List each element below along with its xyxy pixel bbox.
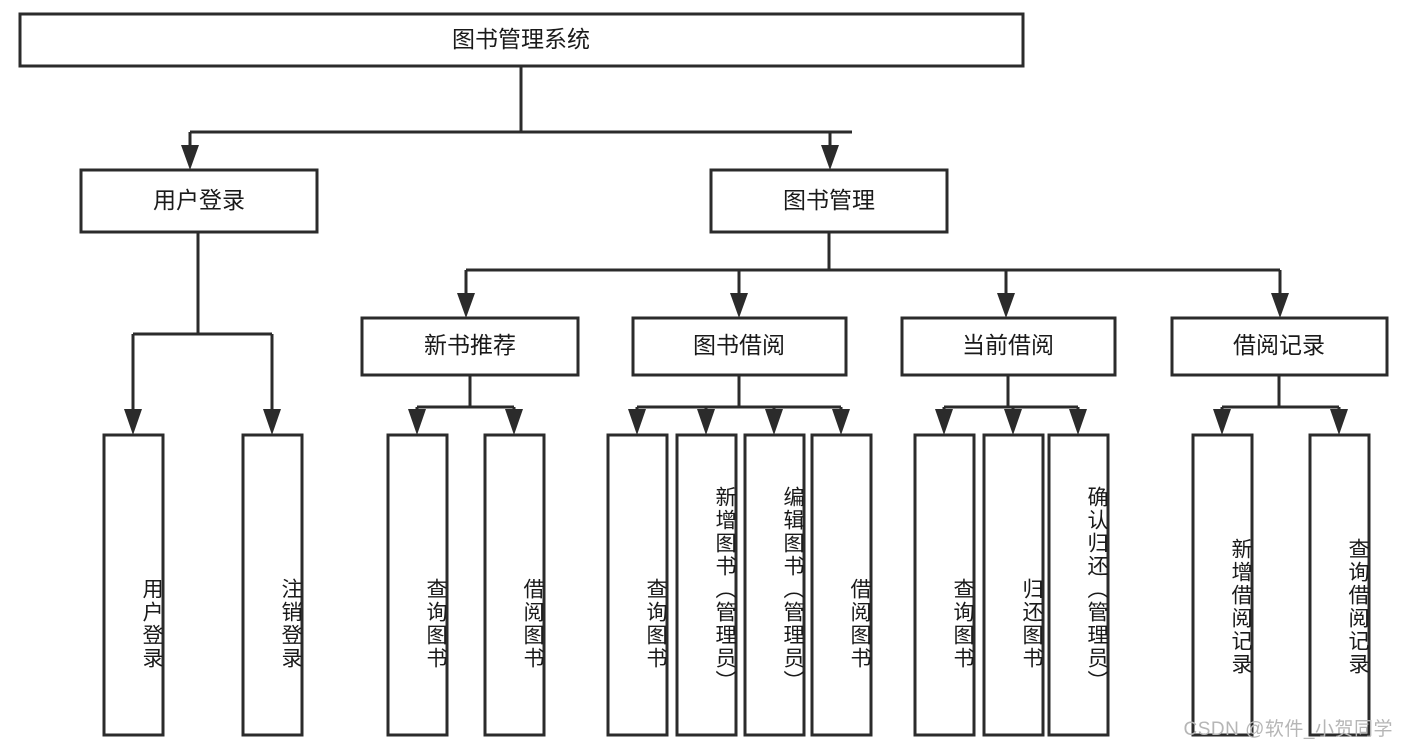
connector-record-to-leaves: [1213, 375, 1348, 435]
node-bookmgmt-label: 图书管理: [783, 187, 875, 213]
node-login-label: 用户登录: [153, 187, 245, 213]
node-leaf-borrow-book-1[interactable]: [483, 433, 546, 737]
node-leaf-add-record[interactable]: [1191, 433, 1254, 737]
node-leaf-query-book-1[interactable]: [386, 433, 449, 737]
node-current[interactable]: 当前借阅: [900, 316, 1117, 377]
node-leaf-user-login[interactable]: [102, 433, 165, 737]
node-leaf-confirm-return[interactable]: [1047, 433, 1110, 737]
connector-bookmgmt-to-level3: [457, 232, 1289, 318]
node-leaf-edit-book[interactable]: [743, 433, 806, 737]
csdn-watermark: CSDN @软件_小贺同学: [1183, 719, 1393, 740]
node-bookmgmt[interactable]: 图书管理: [709, 168, 949, 234]
node-leaf-add-book[interactable]: [675, 433, 738, 737]
node-leaf-query-book-2[interactable]: [606, 433, 669, 737]
node-leaf-logout[interactable]: [241, 433, 304, 737]
node-newbook[interactable]: 新书推荐: [360, 316, 580, 377]
connector-login-to-leaves: [124, 232, 281, 435]
node-record[interactable]: 借阅记录: [1170, 316, 1389, 377]
node-login[interactable]: 用户登录: [79, 168, 319, 234]
node-root[interactable]: 图书管理系统: [18, 12, 1025, 68]
node-leaf-return-book[interactable]: [982, 433, 1045, 737]
connector-borrow-to-leaves: [628, 375, 850, 435]
node-borrow-label: 图书借阅: [693, 332, 785, 358]
node-leaf-borrow-book-2[interactable]: [810, 433, 873, 737]
connector-current-to-leaves: [935, 375, 1087, 435]
connector-newbook-to-leaves: [408, 375, 523, 435]
node-newbook-label: 新书推荐: [424, 332, 516, 358]
connector-root-to-level2: [181, 66, 852, 170]
node-record-label: 借阅记录: [1233, 332, 1325, 358]
node-leaf-query-record[interactable]: [1308, 433, 1371, 737]
node-borrow[interactable]: 图书借阅: [631, 316, 848, 377]
node-current-label: 当前借阅: [962, 332, 1054, 358]
node-leaf-query-book-3[interactable]: [913, 433, 976, 737]
node-root-label: 图书管理系统: [452, 26, 590, 52]
